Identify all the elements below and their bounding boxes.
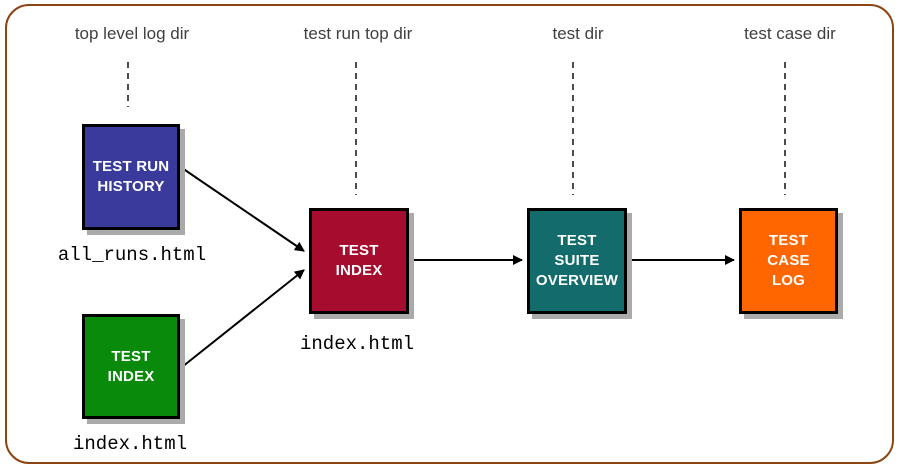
column-header-test-dir: test dir (552, 24, 604, 43)
box-test-suite-overview: TEST SUITE OVERVIEW (527, 208, 627, 314)
file-label-all-runs-html: all_runs.html (57, 244, 207, 266)
box-test-index-top-level: TEST INDEX (82, 314, 180, 419)
file-label-index-html-top-level: index.html (72, 433, 188, 455)
box-label-test-index-test-run: TEST INDEX (335, 242, 383, 279)
box-label-test-case-log: TEST CASE LOG (767, 232, 810, 289)
column-header-test-case-dir: test case dir (744, 24, 836, 43)
arrow-test-index-top-to-test-index (181, 269, 305, 368)
box-label-test-suite-overview: TEST SUITE OVERVIEW (535, 232, 619, 289)
column-header-top-level-log-dir: top level log dir (74, 24, 190, 43)
box-test-case-log: TEST CASE LOG (739, 208, 838, 314)
arrow-test-run-history-to-test-index (181, 167, 305, 252)
box-test-index-test-run: TEST INDEX (309, 208, 409, 314)
box-label-test-index-top-level: TEST INDEX (107, 347, 155, 385)
column-header-test-run-top-dir: test run top dir (303, 24, 413, 43)
file-label-index-html-test-run: index.html (299, 333, 415, 355)
box-label-test-run-history: TEST RUN HISTORY (92, 158, 170, 195)
box-test-run-history: TEST RUN HISTORY (82, 124, 180, 230)
